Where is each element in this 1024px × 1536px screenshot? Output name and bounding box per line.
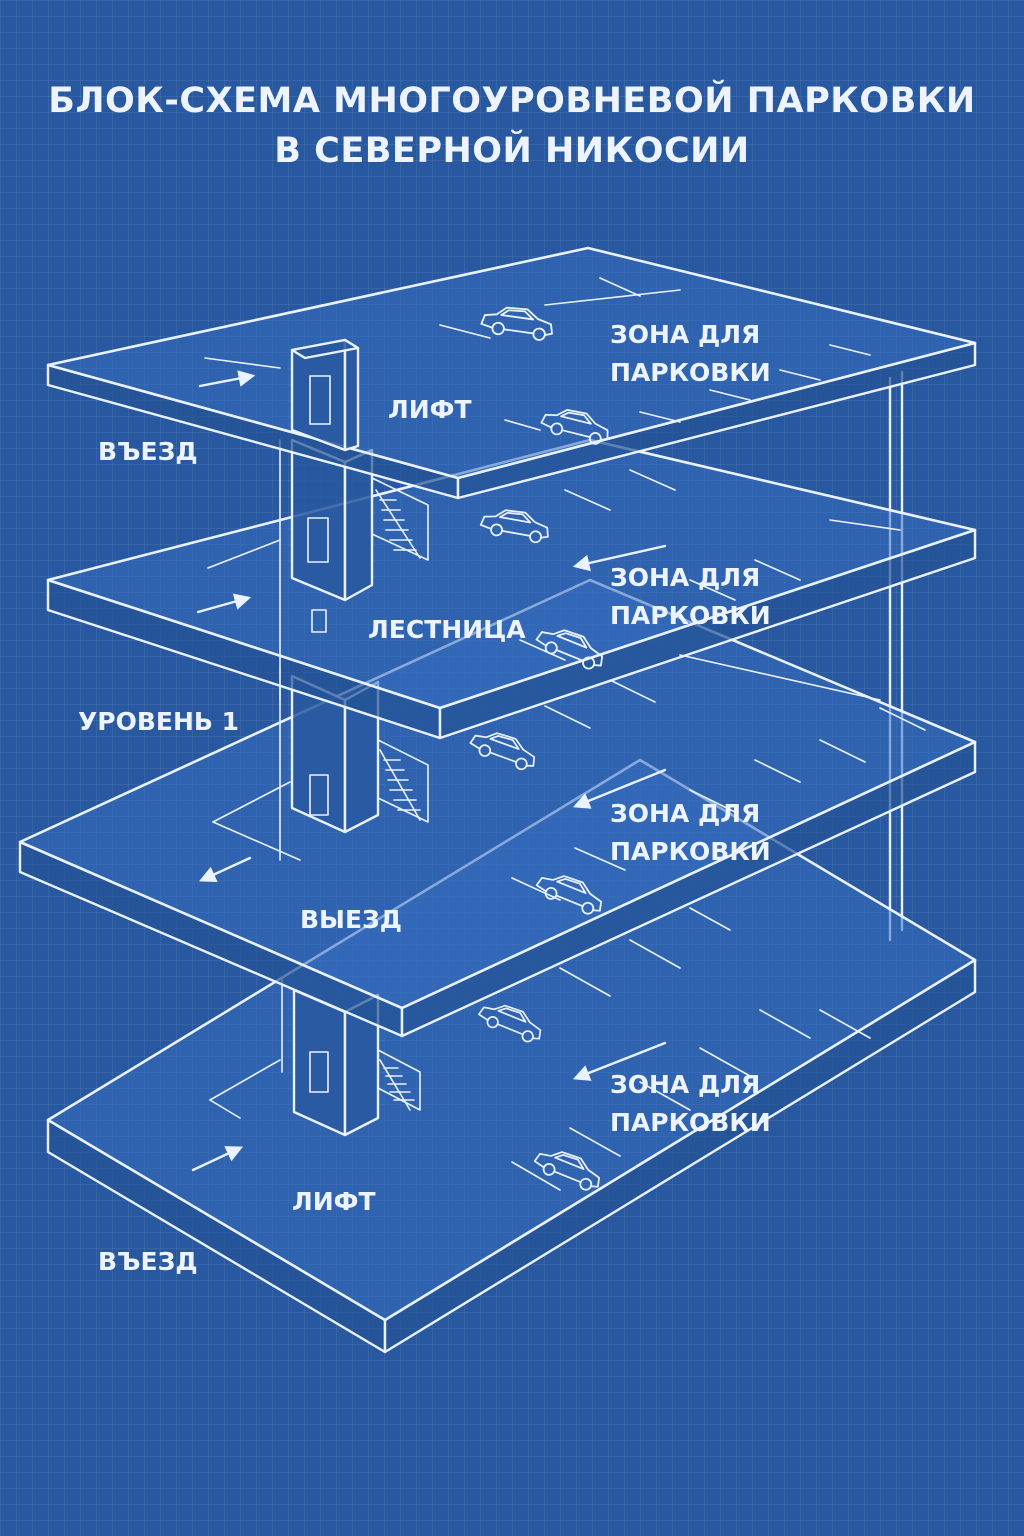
- label-zone-4-line-1: ЗОНА ДЛЯ: [610, 1070, 760, 1099]
- label-entry-bottom: ВЪЕЗД: [98, 1247, 198, 1276]
- elevator-icon: [309, 1051, 329, 1093]
- label-entry-top: ВЪЕЗД: [98, 437, 198, 466]
- arrow-icon: [191, 1146, 244, 1172]
- elevator-icon: [311, 609, 327, 633]
- elevator-icon: [309, 774, 329, 816]
- slab-level-4: [46, 758, 977, 1354]
- label-zone-2-line-2: ПАРКОВКИ: [610, 601, 771, 630]
- stairs-icon: [371, 477, 429, 561]
- core-shaft-middle: [279, 669, 429, 861]
- stairs-icon: [377, 1049, 421, 1111]
- lift-tower: [290, 338, 360, 452]
- label-lift-top: ЛИФТ: [388, 395, 472, 424]
- label-stairs: ЛЕСТНИЦА: [368, 615, 526, 644]
- arrow-icon: [572, 1041, 667, 1081]
- label-zone-1-line-2: ПАРКОВКИ: [610, 358, 771, 387]
- slab-level-1: [46, 246, 977, 500]
- elevator-icon: [307, 517, 329, 563]
- label-zone-3-line-2: ПАРКОВКИ: [610, 837, 771, 866]
- core-shaft-upper: [279, 438, 429, 701]
- arrow-icon: [198, 856, 252, 883]
- arrow-icon: [572, 768, 667, 809]
- arrow-icon: [196, 593, 252, 614]
- title-line-2: В СЕВЕРНОЙ НИКОСИИ: [274, 129, 749, 171]
- support-column: [888, 370, 904, 942]
- slab-level-3: [18, 578, 977, 1038]
- label-zone-4-line-2: ПАРКОВКИ: [610, 1108, 771, 1137]
- label-exit: ВЫЕЗД: [300, 905, 402, 934]
- label-zone-1-line-1: ЗОНА ДЛЯ: [610, 320, 760, 349]
- label-zone-3-line-1: ЗОНА ДЛЯ: [610, 799, 760, 828]
- label-zone-2-line-1: ЗОНА ДЛЯ: [610, 563, 760, 592]
- label-lift-bottom: ЛИФТ: [292, 1187, 376, 1216]
- arrow-icon: [572, 544, 667, 572]
- arrow-icon: [198, 370, 256, 388]
- elevator-icon: [309, 375, 331, 425]
- stairs-icon: [377, 739, 429, 823]
- label-level-1: УРОВЕНЬ 1: [78, 707, 239, 736]
- title-line-1: БЛОК-СХЕМА МНОГОУРОВНЕВОЙ ПАРКОВКИ: [48, 79, 975, 121]
